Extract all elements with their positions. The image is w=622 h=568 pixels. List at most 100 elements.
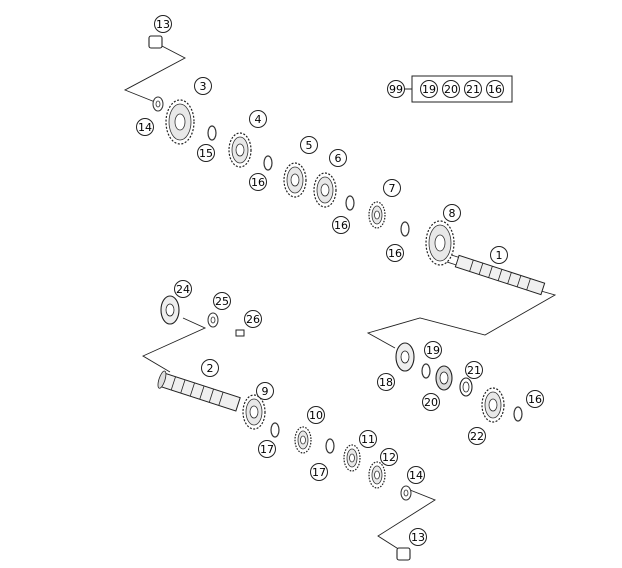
callout-label: 14 xyxy=(409,469,423,482)
leader-lines xyxy=(123,44,557,551)
part-26-bolt xyxy=(235,329,245,337)
callout-label: 9 xyxy=(262,385,269,398)
callout-label: 22 xyxy=(470,430,484,443)
part-17-ring-a xyxy=(270,422,280,438)
callout-16-d: 16 xyxy=(526,390,544,408)
callout-label: 5 xyxy=(306,139,313,152)
callout-25: 25 xyxy=(213,292,231,310)
callout-14-bottom: 14 xyxy=(407,466,425,484)
callout-label: 24 xyxy=(176,283,190,296)
callout-24: 24 xyxy=(174,280,192,298)
callout-1: 1 xyxy=(490,246,508,264)
callout-label: 13 xyxy=(156,18,170,31)
callout-9: 9 xyxy=(256,382,274,400)
callout-13-bottom: 13 xyxy=(409,528,427,546)
callout-label: 16 xyxy=(251,176,265,189)
callout-6: 6 xyxy=(329,149,347,167)
kit-item: 20 xyxy=(444,83,458,96)
callout-label: 13 xyxy=(411,531,425,544)
callout-label: 6 xyxy=(335,152,342,165)
callout-7: 7 xyxy=(383,179,401,197)
callout-18: 18 xyxy=(377,373,395,391)
part-9-gear xyxy=(242,394,266,430)
part-14-washer-top xyxy=(152,96,164,112)
part-24-bearing xyxy=(160,295,180,325)
part-16-ring-sprocket xyxy=(513,406,523,422)
callout-label: 11 xyxy=(361,433,375,446)
part-8-gear xyxy=(425,220,455,266)
callout-3: 3 xyxy=(194,77,212,95)
callout-16-a: 16 xyxy=(249,173,267,191)
callout-label: 16 xyxy=(528,393,542,406)
part-13-bearing-top xyxy=(148,35,163,49)
callout-label: 3 xyxy=(200,80,207,93)
callout-10: 10 xyxy=(307,406,325,424)
callout-16-b: 16 xyxy=(332,216,350,234)
part-10-gear xyxy=(294,426,312,454)
part-16-ring-a xyxy=(263,155,273,171)
callout-label: 20 xyxy=(424,396,438,409)
callout-label: 12 xyxy=(382,451,396,464)
callout-26: 26 xyxy=(244,310,262,328)
callout-11: 11 xyxy=(359,430,377,448)
callout-2: 2 xyxy=(201,359,219,377)
callout-label: 8 xyxy=(449,207,456,220)
callout-label: 4 xyxy=(255,113,262,126)
part-5-gear xyxy=(283,162,307,198)
callout-label: 21 xyxy=(467,364,481,377)
callout-21: 21 xyxy=(465,361,483,379)
callout-20: 20 xyxy=(422,393,440,411)
callout-17-a: 17 xyxy=(258,440,276,458)
kit-item: 21 xyxy=(466,83,480,96)
part-7-gear xyxy=(368,201,386,229)
part-6-gear xyxy=(313,172,337,208)
part-18-bearing xyxy=(395,342,415,372)
kit-box: 99 19 20 21 16 xyxy=(387,75,513,103)
callout-label: 15 xyxy=(199,147,213,160)
part-15-ring xyxy=(207,125,217,141)
kit-item: 19 xyxy=(422,83,436,96)
callout-12: 12 xyxy=(380,448,398,466)
callout-13-top: 13 xyxy=(154,15,172,33)
part-3-gear xyxy=(165,99,195,145)
kit-item: 16 xyxy=(488,83,502,96)
callout-label: 7 xyxy=(389,182,396,195)
callout-label: 26 xyxy=(246,313,260,326)
callout-4: 4 xyxy=(249,110,267,128)
callout-22: 22 xyxy=(468,427,486,445)
callout-label: 10 xyxy=(309,409,323,422)
callout-label: 16 xyxy=(388,247,402,260)
callout-16-c: 16 xyxy=(386,244,404,262)
part-14-washer-bottom xyxy=(400,485,412,501)
output-shaft xyxy=(157,370,241,412)
kit-number: 99 xyxy=(389,83,403,96)
part-21-spacer xyxy=(459,377,473,397)
callout-label: 19 xyxy=(426,344,440,357)
part-17-ring-b xyxy=(325,438,335,454)
callout-14-top: 14 xyxy=(136,118,154,136)
part-13-bearing-bottom xyxy=(396,547,411,561)
callout-17-b: 17 xyxy=(310,463,328,481)
part-11-gear xyxy=(343,444,361,472)
part-12-gear xyxy=(368,461,386,489)
part-4-gear xyxy=(228,132,252,168)
callout-15: 15 xyxy=(197,144,215,162)
callout-label: 25 xyxy=(215,295,229,308)
part-19-oring xyxy=(421,363,431,379)
part-22-sprocket xyxy=(481,387,505,423)
part-20-seal xyxy=(435,365,453,391)
callout-19: 19 xyxy=(424,341,442,359)
callout-label: 14 xyxy=(138,121,152,134)
callout-label: 2 xyxy=(207,362,214,375)
part-16-ring-b xyxy=(345,195,355,211)
callout-label: 17 xyxy=(260,443,274,456)
callout-label: 16 xyxy=(334,219,348,232)
callout-label: 18 xyxy=(379,376,393,389)
callout-label: 1 xyxy=(496,249,503,262)
callout-8: 8 xyxy=(443,204,461,222)
part-16-ring-c xyxy=(400,221,410,237)
callout-5: 5 xyxy=(300,136,318,154)
callout-label: 17 xyxy=(312,466,326,479)
part-25-washer xyxy=(207,312,219,328)
